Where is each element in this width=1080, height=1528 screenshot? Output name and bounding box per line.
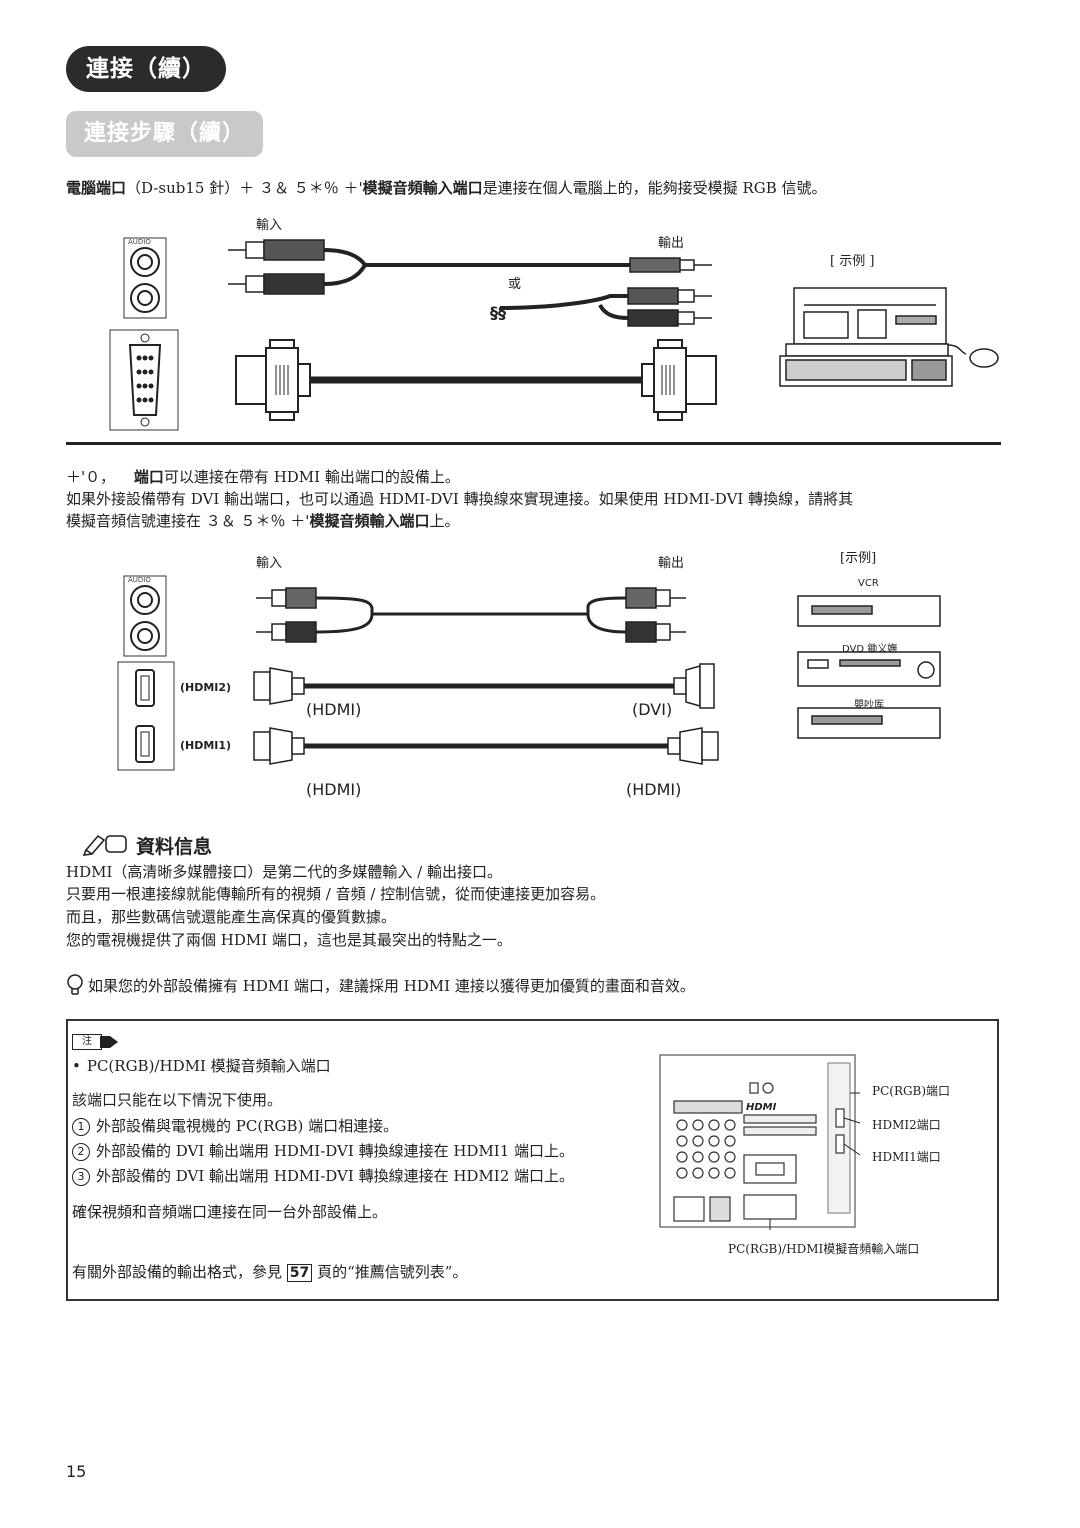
pc-garbled-label: ＋ ３＆ ５＊％ ＋'	[239, 179, 363, 197]
hdmi-connection-diagram: AUDIO AUDIO	[117, 238, 941, 771]
info-line-1: HDMI（高清晰多媒體接口）是第二代的多媒體輸入 / 輸出接口。	[66, 863, 502, 881]
cable1-right-label: (DVI)	[632, 700, 673, 719]
rca-cable-2	[256, 587, 686, 643]
diagram2-output-label: 輸出	[658, 556, 685, 571]
note-ref-start: 有關外部設備的輸出格式，參見	[72, 1263, 283, 1281]
computer-illustration	[779, 287, 999, 387]
note-item-number: 2	[72, 1143, 90, 1161]
pc-intro-line: 電腦端口（D-sub15 針）＋ ３＆ ５＊％ ＋'模擬音頻輸入端口是連接在個人…	[66, 178, 827, 198]
hdmi-port-label: 端口	[133, 468, 164, 486]
info-line-4: 您的電視機提供了兩個 HDMI 端口，這也是其最突出的特點之一。	[66, 931, 512, 949]
panel-hdmi-logo: HDMI	[746, 1102, 777, 1113]
page-reference-box: 57	[286, 1264, 313, 1282]
vga-port-panel	[109, 329, 179, 431]
hdmi-hdmi-cable	[253, 727, 719, 765]
note-item-text: 外部設備與電視機的 PC(RGB) 端口相連接。	[96, 1117, 399, 1135]
info-title: 資料信息	[136, 836, 213, 858]
tip-text: 如果您的外部設備擁有 HDMI 端口，建議採用 HDMI 連接以獲得更加優質的畫…	[88, 977, 695, 995]
note-bullet-text: PC(RGB)/HDMI 模擬音頻輸入端口	[86, 1057, 331, 1075]
note-reference: 有關外部設備的輸出格式，參見 57 頁的“推薦信號列表”。	[72, 1262, 467, 1282]
note-box	[66, 1019, 999, 1301]
note-bullet-item: •PC(RGB)/HDMI 模擬音頻輸入端口	[72, 1057, 331, 1075]
note-item-2: 2 外部設備的 DVI 輸出端用 HDMI-DVI 轉換線連接在 HDMI1 端口…	[72, 1141, 574, 1161]
device-vcr-label: VCR	[858, 578, 879, 589]
pencil-note-icon	[82, 834, 127, 856]
pc-port-pins: （D-sub15 針）	[126, 179, 240, 197]
note-item-text: 外部設備的 DVI 輸出端用 HDMI-DVI 轉換線連接在 HDMI2 端口上…	[96, 1167, 575, 1185]
note-item-1: 1 外部設備與電視機的 PC(RGB) 端口相連接。	[72, 1116, 398, 1136]
analog-audio-port-label: 模擬音頻輸入端口	[362, 179, 483, 197]
hdmi-intro-line1: ＋'０， 端口可以連接在帶有 HDMI 輸出端口的設備上。	[66, 467, 460, 487]
subsection-title-pill: 連接步驟（續）	[66, 111, 264, 157]
diagram1-example-label: [ 示例 ]	[830, 254, 875, 269]
tv-back-panel-illustration: HDMI	[659, 1054, 861, 1230]
diagram1-output-label: 輸出	[658, 236, 685, 251]
pc-port-label: 電腦端口	[66, 179, 127, 197]
hdmi-line3-start: 模擬音頻信號連接在 ３＆ ５＊％ ＋'	[66, 512, 310, 530]
note-usage: 該端口只能在以下情況下使用。	[72, 1091, 283, 1109]
note-tag: 注	[72, 1034, 102, 1050]
hdmi-garbled-label: ＋'０，	[66, 468, 116, 486]
note-item-3: 3 外部設備的 DVI 輸出端用 HDMI-DVI 轉換線連接在 HDMI2 端口…	[72, 1166, 574, 1186]
hdmi1-port-label: (HDMI1)	[180, 739, 232, 752]
hdmi-port-panel	[117, 661, 175, 771]
info-line-2: 只要用一根連接線就能傳輸所有的視頻 / 音頻 / 控制信號，從而使連接更加容易。	[66, 885, 606, 903]
pc-connection-diagram: §§	[66, 237, 1001, 445]
cable2-left-label: (HDMI)	[306, 780, 362, 799]
cable2-right-label: (HDMI)	[626, 780, 682, 799]
note-ensure: 確保視頻和音頻端口連接在同一台外部設備上。	[72, 1203, 388, 1221]
hdmi-dvi-cable	[253, 663, 715, 709]
note-item-number: 1	[72, 1118, 90, 1136]
hdmi-line3-end: 上。	[429, 512, 460, 530]
note-item-text: 外部設備的 DVI 輸出端用 HDMI-DVI 轉換線連接在 HDMI1 端口上…	[96, 1142, 575, 1160]
note-ref-end: 頁的“推薦信號列表”。	[317, 1263, 468, 1281]
pc-intro-rest: 是連接在個人電腦上的，能夠接受模擬 RGB 信號。	[482, 179, 827, 197]
vga-cable	[235, 339, 717, 421]
hdmi-line3-bold: 模擬音頻輸入端口	[309, 512, 430, 530]
callout-hdmi2-port: HDMI2端口	[872, 1118, 941, 1132]
note-arrow-icon	[100, 1036, 118, 1048]
svg-text:§§: §§	[490, 303, 506, 322]
hdmi-line1-rest: 可以連接在帶有 HDMI 輸出端口的設備上。	[163, 468, 460, 486]
hdmi2-port-label: (HDMI2)	[180, 681, 232, 694]
callout-pc-port: PC(RGB)端口	[872, 1084, 951, 1098]
audio-label: AUDIO	[128, 576, 151, 584]
hdmi-intro-line2: 如果外接設備帶有 DVI 輸出端口，也可以通過 HDMI-DVI 轉換線來實現連…	[66, 490, 854, 508]
diagram1-or-label: 或	[508, 277, 522, 292]
device-other-label: 嬰吵厍	[854, 700, 884, 711]
page-number: 15	[66, 1462, 87, 1481]
callout-audio-port: PC(RGB)/HDMI模擬音頻輸入端口	[728, 1242, 920, 1256]
hdmi-intro-line3: 模擬音頻信號連接在 ３＆ ５＊％ ＋'模擬音頻輸入端口上。	[66, 511, 459, 531]
note-item-number: 3	[72, 1168, 90, 1186]
device-illustrations	[797, 595, 941, 739]
cable1-left-label: (HDMI)	[306, 700, 362, 719]
svg-text:AUDIO: AUDIO	[128, 238, 151, 246]
section-title-pill: 連接（續）	[66, 46, 226, 92]
diagram2-example-label: [示例]	[840, 551, 877, 566]
diagram1-input-label: 輸入	[256, 218, 283, 233]
callout-hdmi1-port: HDMI1端口	[872, 1150, 941, 1164]
diagram2-input-label: 輸入	[256, 556, 283, 571]
rca-cable-input	[228, 239, 712, 327]
lightbulb-tip-icon	[67, 974, 83, 995]
info-line-3: 而且，那些數碼信號還能產生高保真的優質數據。	[66, 908, 397, 926]
device-dvd-label: DVD 鋤义嫵	[842, 644, 898, 655]
audio-port-panel-2	[123, 575, 167, 657]
audio-port-panel	[123, 237, 167, 319]
